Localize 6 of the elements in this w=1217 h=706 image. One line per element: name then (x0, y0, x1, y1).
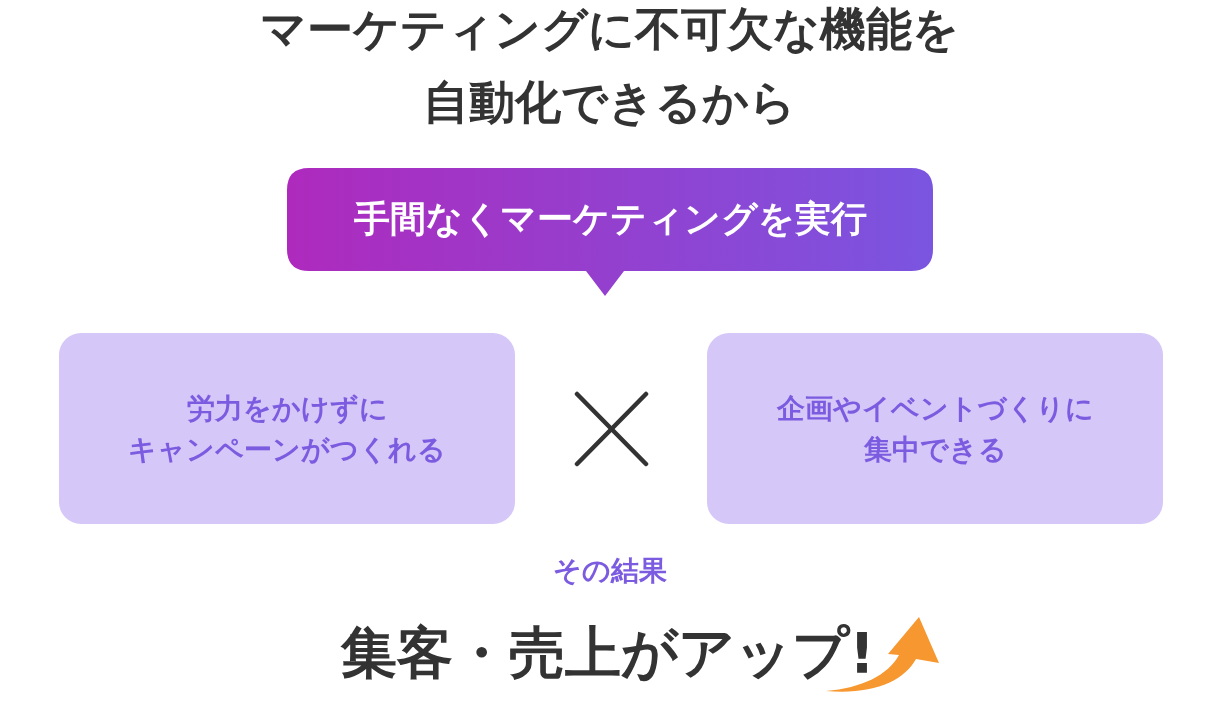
rounded-box: 企画やイベントづくりに集中できる (707, 333, 1163, 524)
speech-bubble: 手間なくマーケティングを実行 (287, 168, 933, 296)
headline: 集客・売上がアップ! (341, 619, 875, 687)
rounded-box: 労力をかけずにキャンペーンがつくれる (59, 333, 515, 524)
title: マーケティングに不可欠な機能を自動化できるから (259, 1, 959, 131)
lead-text: その結果 (553, 553, 667, 589)
